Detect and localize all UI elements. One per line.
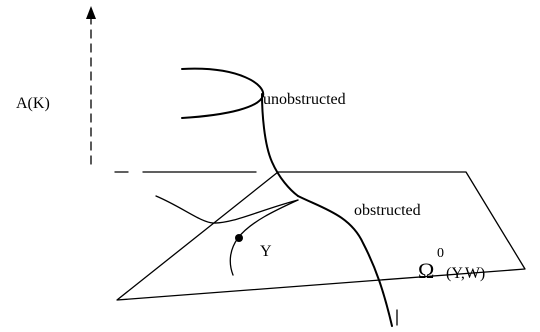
- omega-label: Ω 0 (Y,W): [418, 246, 485, 283]
- point-y-marker-icon: [235, 234, 243, 242]
- obstructed-label: obstructed: [354, 202, 421, 219]
- omega-arguments: (Y,W): [446, 265, 485, 282]
- lower-branch: [297, 195, 398, 327]
- unobstructed-label: unobstructed: [263, 91, 346, 108]
- vertical-axis: [86, 6, 96, 165]
- upper-stem-curve: [261, 93, 299, 197]
- arrow-head-icon: [86, 6, 96, 19]
- lower-descending-curve: [297, 195, 393, 327]
- point-y-label: Y: [260, 243, 272, 260]
- singular-branches: [155, 195, 299, 276]
- obstructed-plane: [114, 171, 526, 301]
- omega-symbol: Ω: [418, 258, 434, 283]
- omega-superscript: 0: [437, 246, 444, 261]
- left-branch-curve: [155, 195, 299, 224]
- upper-branch: [181, 67, 299, 197]
- axis-label: A(K): [16, 95, 50, 112]
- unobstructed-cup-curve: [181, 67, 265, 119]
